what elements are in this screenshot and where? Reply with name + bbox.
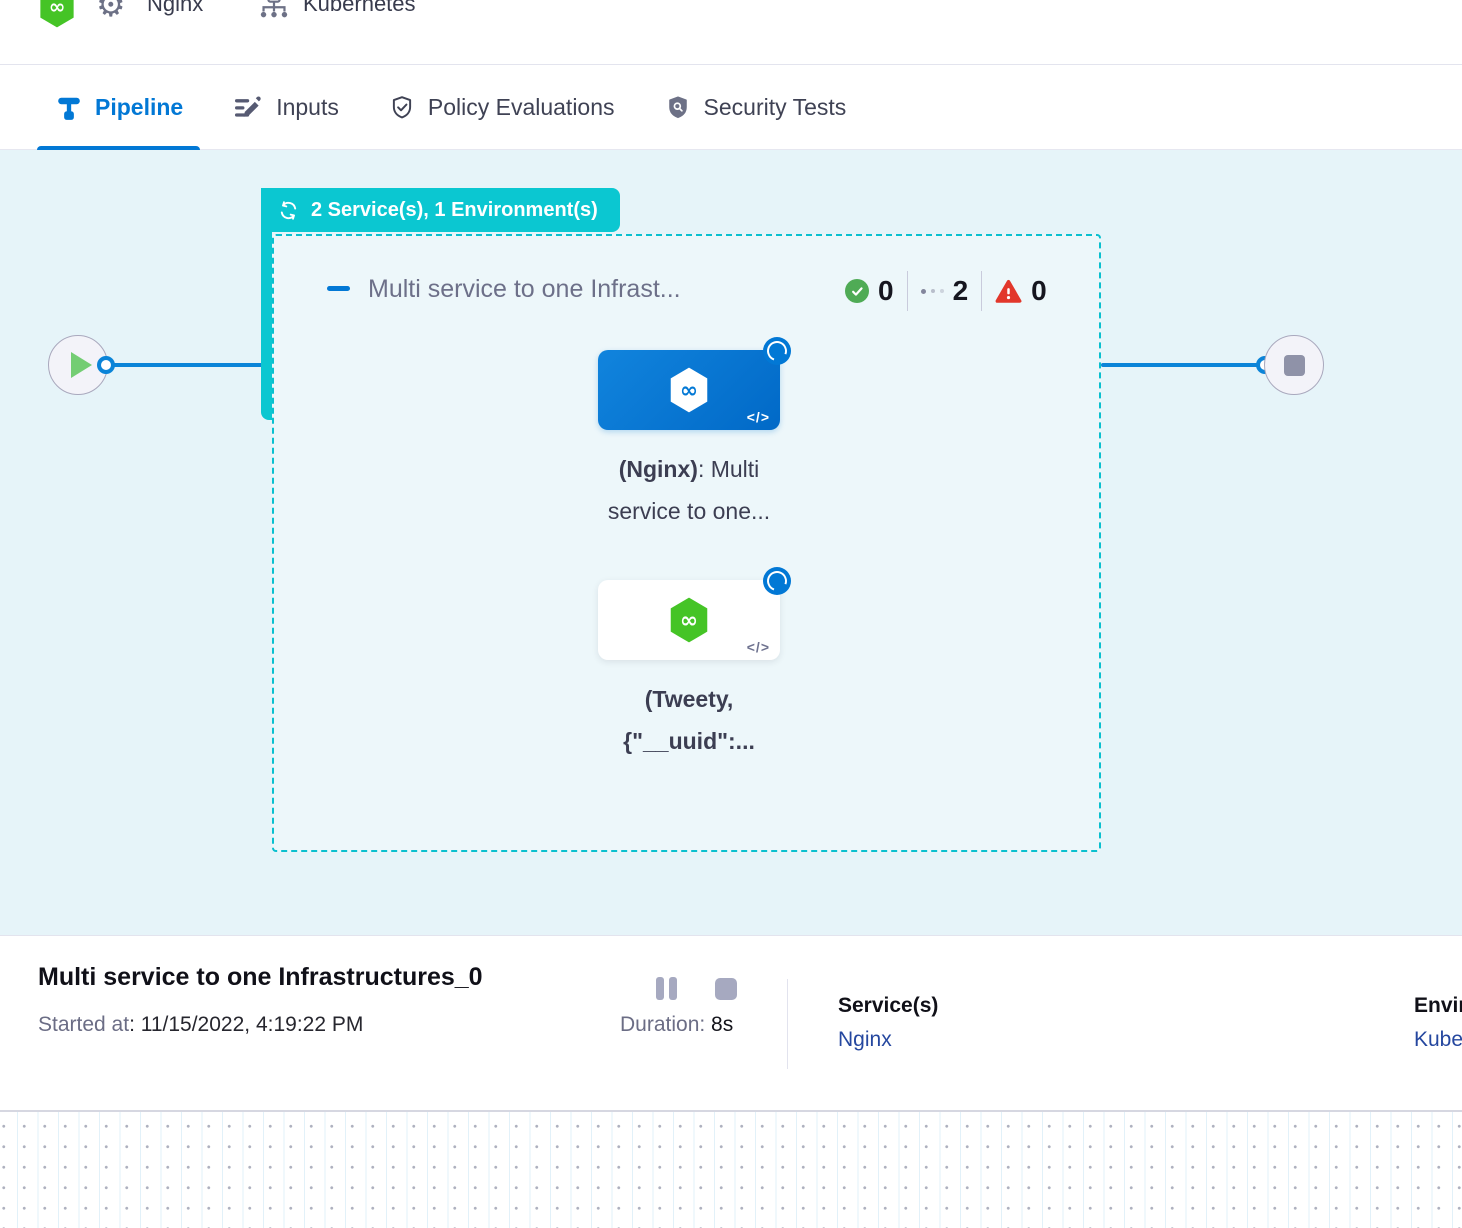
stage-status-summary: 0 2 0: [845, 271, 1047, 311]
started-at-value: : 11/15/2022, 4:19:22 PM: [129, 1013, 364, 1036]
stage-running-accent-bar: [261, 188, 272, 420]
running-spinner-icon: [763, 567, 791, 595]
started-at-label: Started at: [38, 1013, 130, 1036]
shield-scan-icon: [668, 96, 687, 118]
edge-stage-to-end: [1101, 363, 1261, 367]
stage-in-connector: [97, 356, 115, 374]
tab-security-tests-label: Security Tests: [703, 94, 847, 120]
service-node-nginx[interactable]: ∞ </>: [598, 350, 780, 430]
tab-policy-evaluations-label: Policy Evaluations: [427, 94, 615, 120]
harness-service-icon: ∞: [670, 597, 708, 643]
tab-inputs-label: Inputs: [276, 94, 339, 120]
running-spinner-icon: [763, 337, 791, 365]
stage-group-badge[interactable]: 2 Service(s), 1 Environment(s): [261, 188, 620, 232]
harness-service-icon: ∞: [670, 367, 708, 413]
svg-text:∞: ∞: [680, 378, 698, 403]
stage-group-box[interactable]: [272, 234, 1101, 852]
header-environment-name: Kubernetes: [303, 0, 416, 16]
pipeline-end-node: [1264, 335, 1324, 395]
services-column-label: Service(s): [838, 994, 939, 1017]
service-node-tweety-label: (Tweety, {"__uuid":...: [623, 686, 755, 754]
execution-title: Multi service to one Infrastructures_0: [38, 963, 483, 991]
stage-title: Multi service to one Infrast...: [368, 275, 681, 303]
success-status-icon: [845, 279, 869, 303]
svg-text:∞: ∞: [49, 0, 66, 19]
tab-pipeline-label: Pipeline: [95, 94, 184, 120]
execution-header-bar: ∞ ⚙ Nginx Kubernetes: [0, 0, 1462, 65]
environment-link-kubernetes[interactable]: Kubernetes: [1414, 1028, 1462, 1051]
code-icon: </>: [746, 639, 770, 655]
service-link-nginx[interactable]: Nginx: [838, 1028, 892, 1051]
panel-divider: [787, 979, 788, 1069]
environments-column-label: Environment(s): [1414, 994, 1462, 1017]
svg-text:∞: ∞: [680, 608, 698, 633]
cycle-icon: [280, 200, 297, 220]
stage-group-badge-label: 2 Service(s), 1 Environment(s): [311, 198, 598, 221]
execution-details-panel: Multi service to one Infrastructures_0 S…: [0, 935, 1462, 1110]
tab-inputs[interactable]: Inputs: [233, 66, 339, 150]
failed-status-icon: [995, 279, 1022, 303]
status-divider: [981, 271, 983, 311]
gear-icon: ⚙: [96, 0, 126, 23]
header-service-name: Nginx: [147, 0, 204, 16]
stop-execution-button[interactable]: [715, 978, 737, 1000]
pause-execution-button[interactable]: [656, 977, 680, 1000]
failed-count: 0: [1031, 275, 1047, 306]
pipeline-icon: [58, 97, 80, 120]
stop-icon: [1283, 354, 1305, 376]
started-at-row: Started at: 11/15/2022, 4:19:22 PM: [38, 1013, 363, 1037]
status-divider: [906, 271, 908, 311]
harness-logo-icon: ∞: [40, 0, 74, 28]
duration-row: Duration: 8s: [620, 1013, 733, 1037]
collapse-stage-icon[interactable]: [327, 286, 350, 291]
service-node-nginx-label: (Nginx): Multi service to one...: [607, 456, 771, 524]
pipeline-canvas[interactable]: 2 Service(s), 1 Environment(s) Multi ser…: [0, 150, 1462, 935]
running-count: 2: [952, 275, 969, 306]
running-status-icon: [920, 288, 944, 294]
service-node-tweety[interactable]: ∞ </>: [598, 580, 780, 660]
tab-policy-evaluations[interactable]: Policy Evaluations: [389, 66, 615, 150]
infrastructure-icon: [260, 0, 288, 18]
edge-start-to-stage: [110, 363, 265, 367]
tab-security-tests[interactable]: Security Tests: [665, 66, 847, 150]
tab-pipeline[interactable]: Pipeline: [36, 66, 201, 151]
shield-check-icon: [392, 95, 411, 118]
play-icon: [70, 352, 92, 378]
execution-tabbar: Pipeline Inputs Policy Evaluations: [0, 66, 1462, 151]
success-count: 0: [878, 275, 894, 306]
console-grid-area[interactable]: [0, 1110, 1462, 1228]
inputs-edit-icon: [235, 95, 261, 117]
duration-label: Duration:: [620, 1013, 712, 1036]
duration-value: 8s: [711, 1013, 734, 1036]
code-icon: </>: [746, 409, 770, 425]
